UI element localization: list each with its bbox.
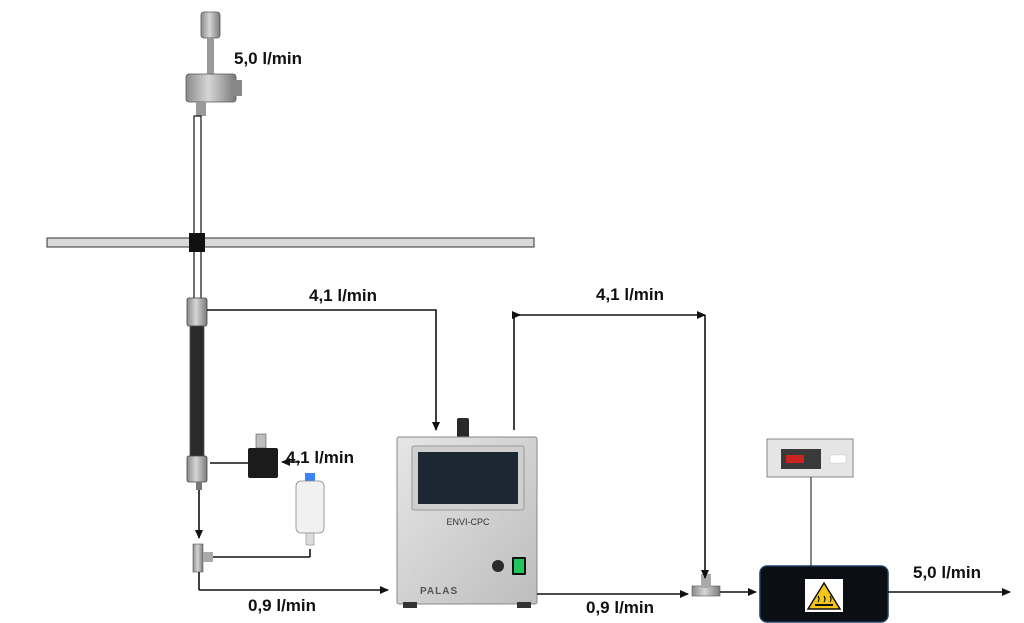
heater-controller bbox=[766, 438, 854, 478]
roof-feedthrough bbox=[189, 233, 205, 252]
filter-capsule bbox=[295, 473, 325, 546]
flow-label-to-cpc: 4,1 l/min bbox=[309, 286, 377, 305]
flow-label-outlet: 5,0 l/min bbox=[913, 563, 981, 582]
side-pump bbox=[248, 433, 278, 478]
flow-label-side-pump: 4,1 l/min bbox=[286, 448, 354, 467]
flow-label-bypass: 0,9 l/min bbox=[248, 596, 316, 615]
flow-label-cpc-to-tee: 0,9 l/min bbox=[586, 598, 654, 617]
inlet-head bbox=[185, 11, 242, 116]
envi-cpc: ENVI-CPC PALAS bbox=[396, 418, 538, 608]
flow-label-cpc-return: 4,1 l/min bbox=[596, 285, 664, 304]
cpc-brand: PALAS bbox=[420, 586, 458, 597]
cpc-name: ENVI-CPC bbox=[446, 517, 490, 527]
heater-block bbox=[759, 565, 889, 623]
flow-lines bbox=[195, 309, 1011, 598]
cpc-connector bbox=[492, 560, 504, 572]
tee-fitting-left bbox=[192, 543, 213, 573]
tee-fitting-right bbox=[691, 574, 721, 597]
arrow-icon bbox=[512, 311, 521, 430]
heat-warning-icon bbox=[805, 579, 843, 612]
roof-bar bbox=[46, 237, 535, 248]
sample-tube bbox=[193, 115, 202, 307]
flow-label-inlet-top: 5,0 l/min bbox=[234, 49, 302, 68]
arrow-icon bbox=[207, 309, 440, 431]
cpc-screen bbox=[418, 452, 518, 504]
dryer-column bbox=[186, 297, 208, 490]
